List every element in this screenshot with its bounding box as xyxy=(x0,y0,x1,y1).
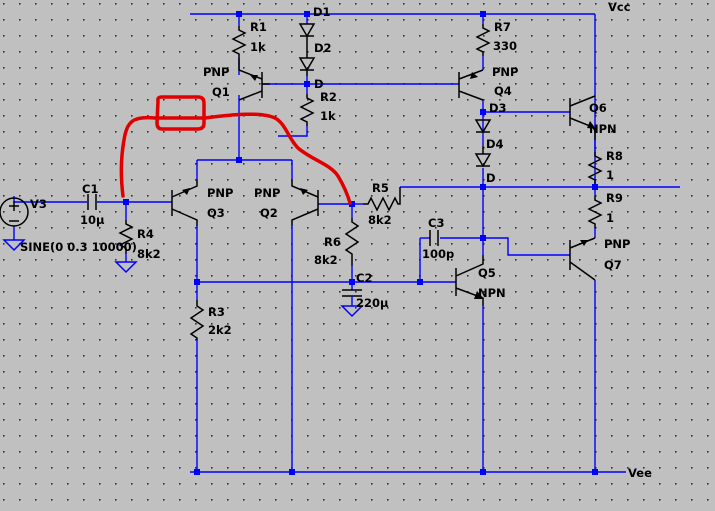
label-r3: R3 xyxy=(208,305,225,319)
ground-symbol xyxy=(340,305,364,318)
label-r9: R9 xyxy=(606,191,623,205)
label-q7-type: PNP xyxy=(604,237,630,251)
label-q4: Q4 xyxy=(494,84,512,98)
label-r9-value: 1 xyxy=(606,211,614,225)
label-r1-value: 1k xyxy=(250,40,266,54)
label-d-right: D xyxy=(486,171,496,185)
label-r3-value: 2k2 xyxy=(208,323,232,337)
label-c2: C2 xyxy=(356,271,372,285)
label-q2: Q2 xyxy=(260,206,278,220)
label-r5-value: 8k2 xyxy=(368,213,392,227)
resistor-r3[interactable] xyxy=(189,300,205,340)
transistor-q3[interactable] xyxy=(171,180,198,226)
label-r6: R6 xyxy=(324,235,341,249)
label-c1-value: 10µ xyxy=(80,213,105,227)
red-annotation-stroke xyxy=(119,112,352,205)
resistor-r8[interactable] xyxy=(587,152,603,184)
label-c3: C3 xyxy=(428,216,444,230)
label-r8-value: 1 xyxy=(606,168,614,182)
resistor-r2[interactable] xyxy=(299,94,315,126)
ground-symbol xyxy=(114,261,138,274)
label-q3: Q3 xyxy=(207,206,225,220)
ground-symbol xyxy=(2,239,26,252)
transistor-q5[interactable] xyxy=(455,255,484,306)
resistor-r7[interactable] xyxy=(475,24,491,56)
label-r8: R8 xyxy=(606,149,623,163)
label-q6-type: NPN xyxy=(589,122,617,136)
diode-d3[interactable] xyxy=(474,119,492,134)
capacitor-c3[interactable] xyxy=(429,230,439,246)
label-r2-value: 1k xyxy=(320,109,336,123)
label-q2-type: PNP xyxy=(254,186,280,200)
red-annotation-loop xyxy=(155,95,206,131)
label-q7: Q7 xyxy=(604,258,622,272)
label-c2-value: 220µ xyxy=(356,296,389,310)
transistor-q6[interactable] xyxy=(569,95,596,140)
resistor-r9[interactable] xyxy=(587,196,603,228)
diode-d4[interactable] xyxy=(474,146,492,168)
label-q1-type: PNP xyxy=(203,65,229,79)
transistor-q4[interactable] xyxy=(458,69,484,101)
voltage-source-v3[interactable] xyxy=(0,197,29,227)
label-sine: SINE(0 0.3 10000) xyxy=(20,240,137,254)
label-d2: D2 xyxy=(314,41,332,55)
label-r6-value: 8k2 xyxy=(314,253,338,267)
junction-dots xyxy=(123,11,598,475)
label-q5-type: NPN xyxy=(478,286,506,300)
transistor-q2[interactable] xyxy=(291,180,319,226)
capacitor-c2[interactable] xyxy=(342,289,362,306)
label-q1: Q1 xyxy=(212,85,230,99)
label-d3: D3 xyxy=(489,101,507,115)
label-r7: R7 xyxy=(494,20,511,34)
label-q5: Q5 xyxy=(478,266,496,280)
label-r4: R4 xyxy=(137,227,154,241)
resistor-r4[interactable] xyxy=(118,220,134,254)
label-r1: R1 xyxy=(250,20,267,34)
resistor-r5[interactable] xyxy=(363,187,401,212)
label-r2: R2 xyxy=(320,90,337,104)
label-q4-type: PNP xyxy=(492,65,518,79)
label-c1: C1 xyxy=(82,182,98,196)
wires xyxy=(13,13,680,473)
resistor-r1[interactable] xyxy=(231,26,247,58)
label-vcc: Vcc xyxy=(608,0,631,14)
capacitor-c1[interactable] xyxy=(87,194,97,210)
label-q3-type: PNP xyxy=(207,186,233,200)
label-q6: Q6 xyxy=(589,101,607,115)
component-labels: D1 Vcc R1 1k D2 PNP Q1 D R2 1k R7 330 PN… xyxy=(20,0,652,480)
transistor-q1[interactable] xyxy=(238,58,270,101)
diode-d2[interactable] xyxy=(298,46,316,76)
label-vee: Vee xyxy=(628,466,652,480)
transistor-q7[interactable] xyxy=(569,237,596,281)
label-v3: V3 xyxy=(30,197,47,211)
label-d4: D4 xyxy=(486,137,504,151)
label-r5: R5 xyxy=(372,181,389,195)
resistor-r6[interactable] xyxy=(344,218,360,266)
diode-d1[interactable] xyxy=(298,23,316,46)
label-d1: D1 xyxy=(313,5,331,19)
label-r4-value: 8k2 xyxy=(137,247,161,261)
label-r7-value: 330 xyxy=(493,39,517,53)
label-d-left: D xyxy=(314,77,324,91)
label-c3-value: 100p xyxy=(422,247,454,261)
